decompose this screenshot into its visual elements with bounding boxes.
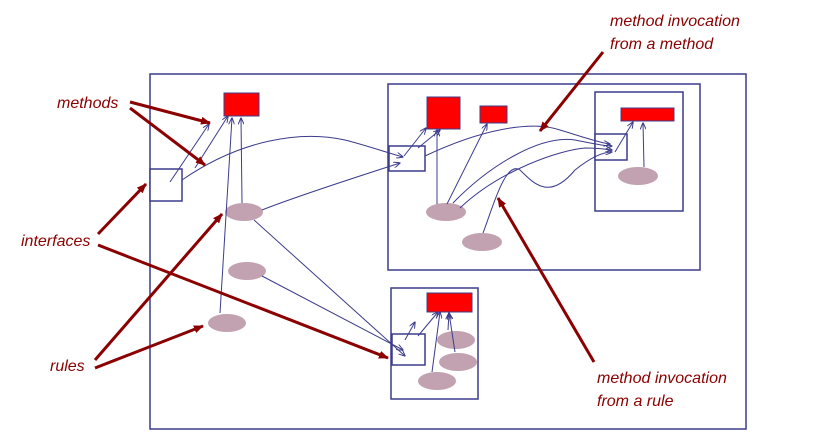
connector	[253, 219, 405, 356]
rule-ellipse-8	[439, 353, 477, 371]
connector	[449, 313, 456, 353]
rules-label: rules	[50, 358, 85, 375]
connector	[448, 313, 449, 331]
rules-arrow-1	[93, 213, 224, 361]
connector	[261, 163, 400, 211]
outer-container	[149, 73, 747, 430]
method-invocation-rule-arrow	[496, 197, 596, 363]
connector	[446, 124, 487, 205]
annotation-arrows	[93, 51, 605, 370]
top-right-method-box-1	[426, 96, 461, 130]
connector	[181, 135, 403, 181]
interfaces-label: interfaces	[21, 233, 90, 250]
rule-ellipse-5	[462, 233, 502, 251]
connector	[431, 312, 440, 373]
rule-ellipse-4	[426, 203, 466, 221]
rule-ellipse-2	[228, 262, 266, 280]
connector	[643, 123, 644, 168]
connector	[482, 152, 612, 234]
connector	[452, 138, 612, 204]
connector	[404, 322, 415, 341]
method-invocation-method-arrow	[538, 51, 605, 132]
left-interface-box	[149, 168, 183, 202]
methods-arrow-1	[129, 100, 211, 125]
rule-ellipse-1	[225, 203, 263, 221]
top-right-interface-box	[388, 145, 426, 172]
rule-ellipse-7	[437, 331, 475, 349]
invocation-from-rule-label-line2: from a rule	[597, 393, 674, 410]
nested-method-box	[620, 107, 675, 122]
rule-ellipse-3	[208, 314, 246, 332]
top-right-component	[387, 83, 701, 271]
methods-label: methods	[57, 95, 118, 112]
invocation-connectors	[169, 116, 644, 373]
connector	[403, 128, 426, 157]
rule-ellipse-6	[618, 167, 658, 185]
invocation-from-method-label-line1: method invocation	[610, 13, 740, 30]
connector	[614, 122, 633, 153]
invocation-from-method-label-line2: from a method	[610, 36, 714, 53]
connector	[241, 118, 242, 204]
bottom-method-box	[426, 292, 473, 313]
methods-arrow-2	[129, 106, 206, 167]
rules-arrow-2	[94, 324, 204, 370]
top-right-method-box-2	[479, 105, 508, 124]
connector	[417, 312, 438, 337]
connector	[424, 125, 610, 157]
connector	[459, 148, 612, 209]
interfaces-arrow-2	[97, 243, 389, 360]
connector	[219, 118, 232, 314]
nested-interface-box	[594, 133, 628, 161]
interfaces-arrow-1	[96, 182, 148, 236]
bottom-interface-box	[391, 333, 426, 366]
rule-ellipse-9	[418, 372, 456, 390]
left-method-box	[223, 92, 260, 117]
invocation-from-rule-label-line1: method invocation	[597, 370, 727, 387]
connector	[261, 275, 403, 350]
